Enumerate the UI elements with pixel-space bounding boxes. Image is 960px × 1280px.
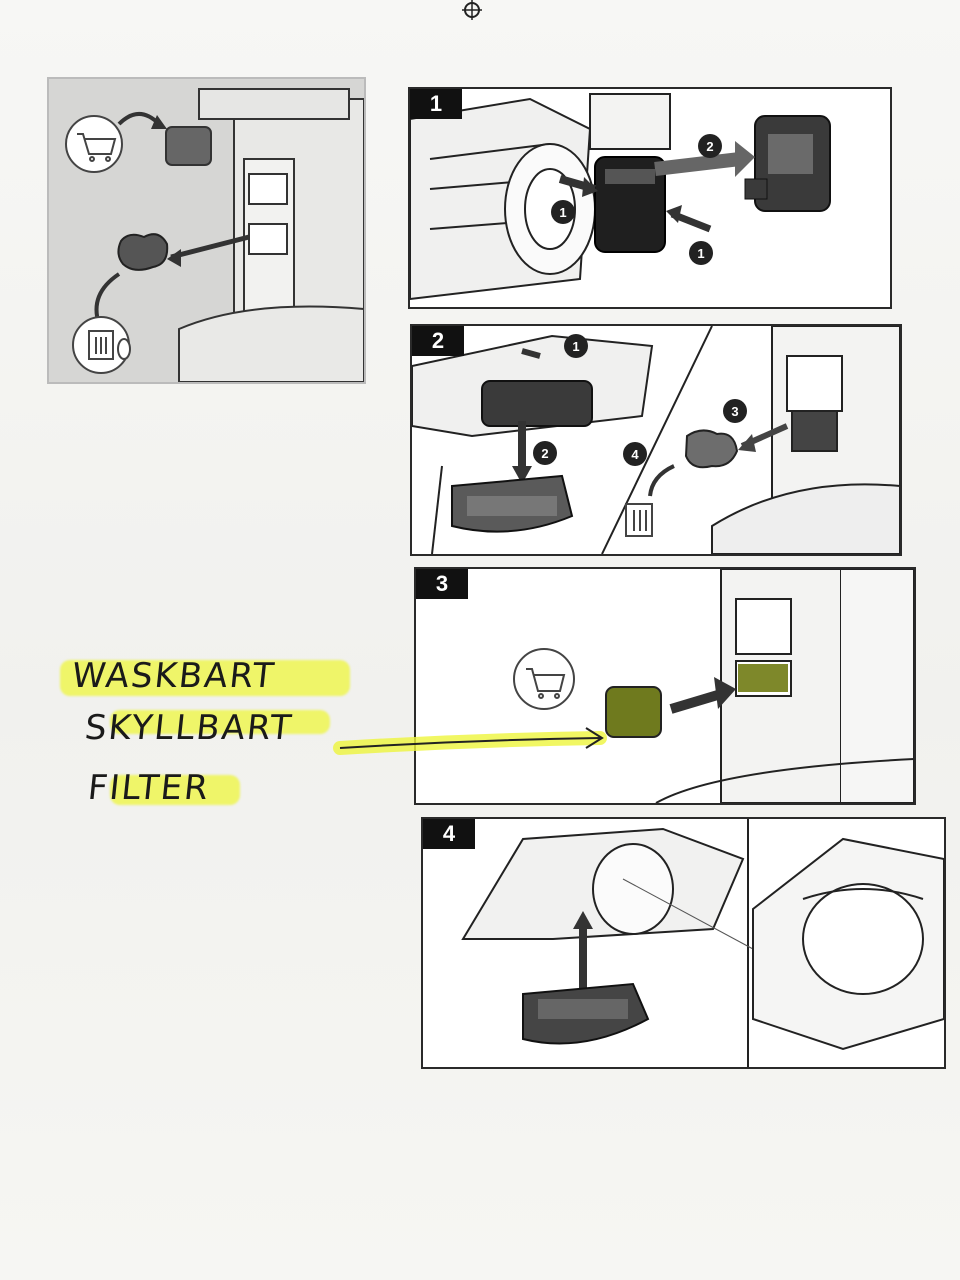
- step1-callout-a: 1: [559, 205, 566, 220]
- step2-callout-3: 3: [731, 404, 738, 419]
- overview-panel: [47, 77, 366, 384]
- step-1-panel: 1 1 2 1: [408, 87, 892, 309]
- marker-highlight: [110, 710, 330, 734]
- shopping-cart-icon: [513, 648, 575, 710]
- step2-callout-2: 2: [541, 446, 548, 461]
- step-1-number: 1: [410, 89, 462, 119]
- step-3-panel: 3: [414, 567, 916, 805]
- step-2-panel: 1 2 3 4 2: [410, 324, 902, 556]
- trash-bin-icon: [72, 316, 131, 374]
- marker-highlight: [60, 660, 350, 696]
- step-2-number: 2: [412, 326, 464, 356]
- marker-highlight: [110, 775, 240, 805]
- step-4-number: 4: [423, 819, 475, 849]
- step1-callout-b: 1: [697, 246, 704, 261]
- step2-callout-1: 1: [572, 339, 579, 354]
- handwritten-arrow-icon: [333, 727, 607, 755]
- registration-mark-icon: [462, 0, 482, 20]
- shopping-cart-icon: [65, 115, 123, 173]
- handwritten-note-line3: FILTER: [85, 768, 212, 808]
- handwritten-note-line2: SKYLLBART: [82, 708, 295, 748]
- step-3-number: 3: [416, 569, 468, 599]
- step-4-panel: 4: [421, 817, 946, 1069]
- step1-callout-c: 2: [706, 139, 713, 154]
- handwritten-note-line1: WASKBART: [69, 656, 278, 696]
- step2-callout-4: 4: [631, 447, 639, 462]
